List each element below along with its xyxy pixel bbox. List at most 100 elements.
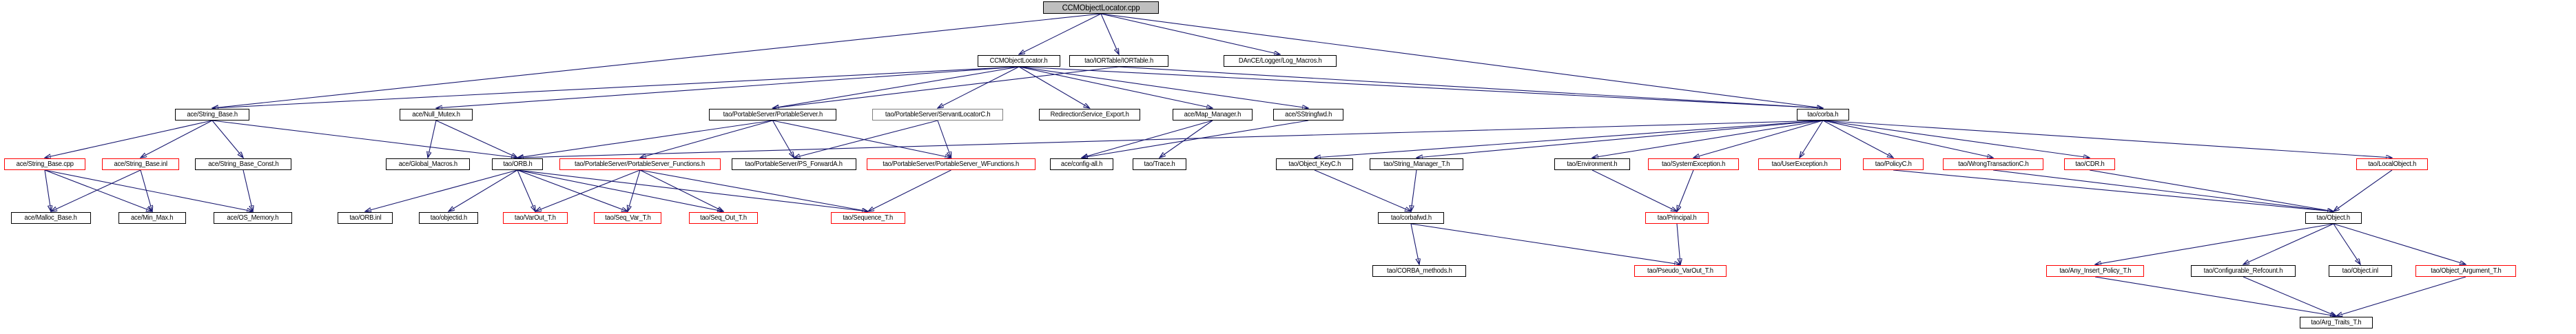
graph-node-n1[interactable]: CCMObjectLocator.h (978, 55, 1060, 67)
graph-node-n25[interactable]: tao/SystemException.h (1648, 158, 1739, 170)
graph-edge (639, 169, 868, 211)
graph-edge (45, 120, 213, 158)
graph-edge (517, 169, 535, 211)
graph-edge (212, 66, 1020, 108)
graph-edge (1410, 223, 1680, 264)
graph-edge (1019, 13, 1102, 54)
graph-edge (1411, 169, 1417, 211)
graph-edge (640, 120, 773, 158)
graph-node-n12[interactable]: ace/String_Base.cpp (4, 158, 85, 170)
graph-edge (2095, 223, 2334, 264)
graph-node-n9[interactable]: ace/Map_Manager.h (1173, 109, 1253, 121)
graph-node-label: tao/Environment.h (1567, 160, 1618, 168)
graph-node-n26[interactable]: tao/UserException.h (1758, 158, 1841, 170)
graph-node-n37[interactable]: tao/Seq_Var_T.h (594, 212, 661, 224)
graph-node-label: tao/PortableServer/PortableServer.h (723, 110, 823, 118)
graph-edge (1018, 66, 1090, 108)
graph-node-n0[interactable]: CCMObjectLocator.cpp (1043, 1, 1159, 14)
graph-node-n4[interactable]: ace/String_Base.h (175, 109, 249, 121)
graph-node-label: tao/String_Manager_T.h (1383, 160, 1450, 168)
graph-edge (1822, 120, 2392, 158)
graph-node-n41[interactable]: tao/Principal.h (1645, 212, 1709, 224)
graph-edge (1160, 120, 1213, 158)
graph-node-n18[interactable]: tao/PortableServer/PS_ForwardA.h (732, 158, 856, 170)
graph-node-label: ace/String_Base.inl (114, 160, 167, 168)
graph-node-n5[interactable]: ace/Null_Mutex.h (400, 109, 473, 121)
graph-edge (140, 169, 152, 211)
graph-edge (2243, 276, 2336, 316)
graph-edge (517, 169, 868, 211)
graph-node-n21[interactable]: tao/Trace.h (1133, 158, 1186, 170)
graph-node-label: tao/PolicyC.h (1875, 160, 1912, 168)
graph-node-n36[interactable]: tao/VarOut_T.h (503, 212, 568, 224)
graph-node-n6[interactable]: tao/PortableServer/PortableServer.h (709, 109, 836, 121)
graph-node-label: tao/Object_Argument_T.h (2430, 267, 2502, 275)
graph-edge (1592, 120, 1824, 158)
graph-node-n44[interactable]: tao/Pseudo_VarOut_T.h (1634, 265, 1727, 277)
graph-edge (2333, 223, 2466, 264)
graph-edge (1992, 169, 2333, 211)
graph-node-n2[interactable]: tao/IORTable/IORTable.h (1069, 55, 1168, 67)
graph-node-n8[interactable]: RedirectionService_Export.h (1039, 109, 1140, 121)
graph-node-n20[interactable]: ace/config-all.h (1050, 158, 1113, 170)
graph-node-label: ace/Min_Max.h (131, 213, 174, 222)
graph-edge (2089, 169, 2333, 211)
graph-edge (212, 120, 517, 158)
graph-node-label: ace/String_Base.h (187, 110, 238, 118)
graph-node-n34[interactable]: tao/ORB.inl (338, 212, 393, 224)
graph-node-n23[interactable]: tao/String_Manager_T.h (1370, 158, 1463, 170)
graph-node-n47[interactable]: tao/Object.inl (2329, 265, 2392, 277)
graph-edge (2336, 276, 2466, 316)
graph-node-label: tao/Seq_Out_T.h (700, 213, 747, 222)
graph-edge (1591, 169, 1677, 211)
graph-node-n46[interactable]: tao/Configurable_Refcount.h (2191, 265, 2296, 277)
graph-node-n17[interactable]: tao/PortableServer/PortableServer_Functi… (559, 158, 721, 170)
graph-node-n19[interactable]: tao/PortableServer/PortableServer_WFunct… (867, 158, 1035, 170)
graph-node-n33[interactable]: ace/OS_Memory.h (214, 212, 292, 224)
graph-node-n43[interactable]: tao/CORBA_methods.h (1372, 265, 1466, 277)
graph-edge (772, 120, 951, 158)
graph-node-n11[interactable]: tao/corba.h (1797, 109, 1849, 121)
graph-node-label: ace/Map_Manager.h (1184, 110, 1241, 118)
graph-node-label: tao/LocalObject.h (2368, 160, 2416, 168)
graph-edge (1018, 66, 1823, 108)
graph-node-n48[interactable]: tao/Object_Argument_T.h (2415, 265, 2516, 277)
graph-node-label: tao/Object_KeyC.h (1288, 160, 1341, 168)
graph-node-n40[interactable]: tao/corbafwd.h (1378, 212, 1444, 224)
graph-node-n42[interactable]: tao/Object.h (2305, 212, 2362, 224)
graph-node-n29[interactable]: tao/CDR.h (2064, 158, 2115, 170)
graph-node-n24[interactable]: tao/Environment.h (1554, 158, 1630, 170)
graph-node-label: ace/String_Base.cpp (16, 160, 74, 168)
graph-node-n49[interactable]: tao/Arg_Traits_T.h (2300, 317, 2373, 328)
graph-node-n32[interactable]: ace/Min_Max.h (119, 212, 186, 224)
graph-node-n10[interactable]: ace/SStringfwd.h (1273, 109, 1343, 121)
graph-edge (1118, 66, 1823, 108)
graph-node-n28[interactable]: tao/WrongTransactionC.h (1943, 158, 2043, 170)
graph-edge (1416, 120, 1824, 158)
graph-edge (44, 169, 152, 211)
graph-node-n16[interactable]: tao/ORB.h (492, 158, 543, 170)
graph-node-n13[interactable]: ace/String_Base.inl (102, 158, 179, 170)
graph-edge (1018, 66, 1213, 108)
graph-node-label: tao/CORBA_methods.h (1386, 267, 1452, 275)
graph-node-label: DAnCE/Logger/Log_Macros.h (1238, 56, 1322, 65)
graph-edge (773, 66, 1120, 108)
graph-node-n14[interactable]: ace/String_Base_Const.h (195, 158, 291, 170)
graph-node-n22[interactable]: tao/Object_KeyC.h (1276, 158, 1353, 170)
graph-node-n27[interactable]: tao/PolicyC.h (1863, 158, 1924, 170)
graph-edge (365, 169, 518, 211)
graph-node-n31[interactable]: ace/Malloc_Base.h (11, 212, 91, 224)
graph-node-n30[interactable]: tao/LocalObject.h (2356, 158, 2428, 170)
graph-edge (436, 66, 1020, 108)
graph-node-n3[interactable]: DAnCE/Logger/Log_Macros.h (1224, 55, 1337, 67)
graph-edge (794, 120, 938, 158)
graph-node-n7[interactable]: tao/PortableServer/ServantLocatorC.h (872, 109, 1003, 121)
graph-node-n15[interactable]: ace/Global_Macros.h (386, 158, 470, 170)
graph-edge (1100, 13, 1823, 108)
graph-node-n45[interactable]: tao/Any_Insert_Policy_T.h (2046, 265, 2144, 277)
graph-node-n38[interactable]: tao/Seq_Out_T.h (689, 212, 758, 224)
graph-node-n39[interactable]: tao/Sequence_T.h (831, 212, 905, 224)
graph-edge (2243, 223, 2334, 264)
graph-node-n35[interactable]: tao/objectid.h (419, 212, 478, 224)
